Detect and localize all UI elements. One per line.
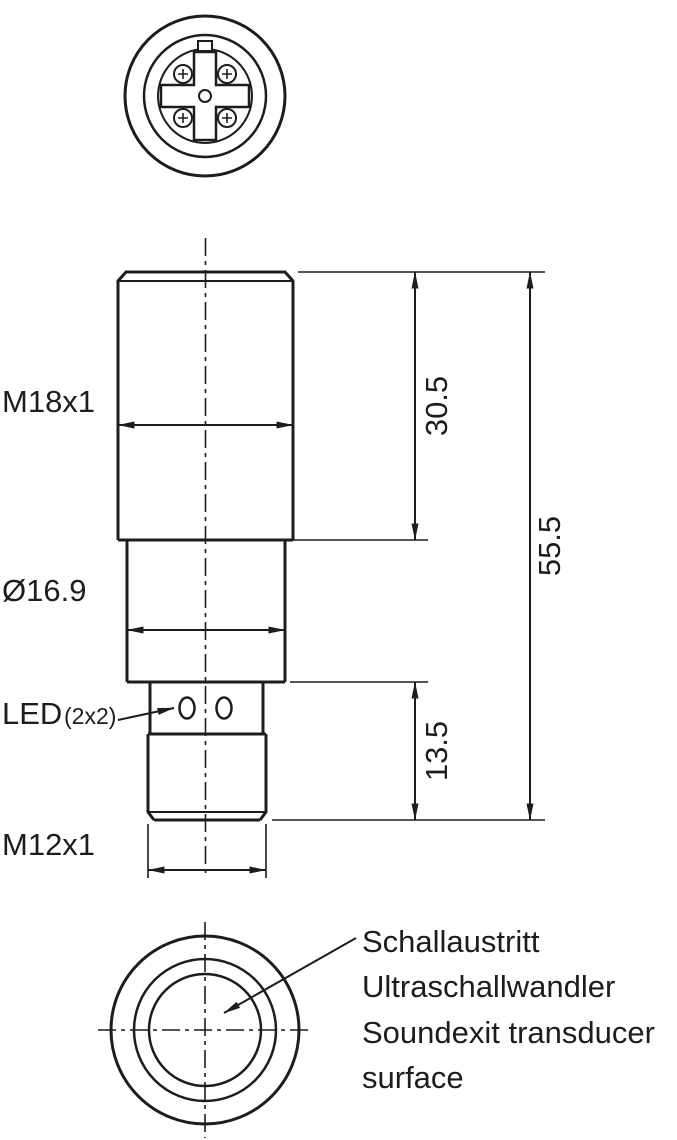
connector-key-notch <box>197 40 213 52</box>
label-thread-top: M18x1 <box>2 384 95 419</box>
label-thread-bottom: M12x1 <box>2 827 95 862</box>
dimensions: M18x1 Ø16.9 LED (2x2) M12x1 30.5 13.5 55… <box>2 271 567 878</box>
d169-section-sides <box>125 540 287 682</box>
annotation-de-line2: Ultraschallwandler <box>362 969 615 1004</box>
connector-outer-ring <box>123 14 287 178</box>
leader-transducer <box>223 937 357 1014</box>
connector-keyway-cross <box>159 50 251 142</box>
side-view-body <box>116 238 295 878</box>
annotation-en-line1: Soundexit transducer <box>362 1015 655 1050</box>
label-led-qty: (2x2) <box>64 703 116 729</box>
label-dim-13-5: 13.5 <box>419 721 454 781</box>
led-neck-sides <box>148 682 265 734</box>
label-dim-55-5: 55.5 <box>532 516 567 576</box>
annotation-de-line1: Schallaustritt <box>362 924 540 959</box>
connector-pin-4 <box>217 108 237 128</box>
connector-center-hole <box>198 89 212 103</box>
m18-body-outline <box>116 270 295 540</box>
led-window-right <box>215 696 233 720</box>
connector-pin-3 <box>173 108 193 128</box>
annotation-en-line2: surface <box>362 1060 464 1095</box>
connector-inner-ring <box>142 33 268 159</box>
leader-led <box>117 707 175 721</box>
connector-pin-2 <box>217 64 237 84</box>
connector-pin-1 <box>173 64 193 84</box>
led-window-left <box>178 696 196 720</box>
label-led: LED <box>2 696 62 731</box>
top-view-connector <box>123 14 287 178</box>
m12-outline <box>146 734 268 821</box>
bottom-view-transducer: Schallaustritt Ultraschallwandler Sounde… <box>98 922 655 1138</box>
label-dim-30-5: 30.5 <box>419 376 454 436</box>
label-diameter: Ø16.9 <box>2 573 86 608</box>
